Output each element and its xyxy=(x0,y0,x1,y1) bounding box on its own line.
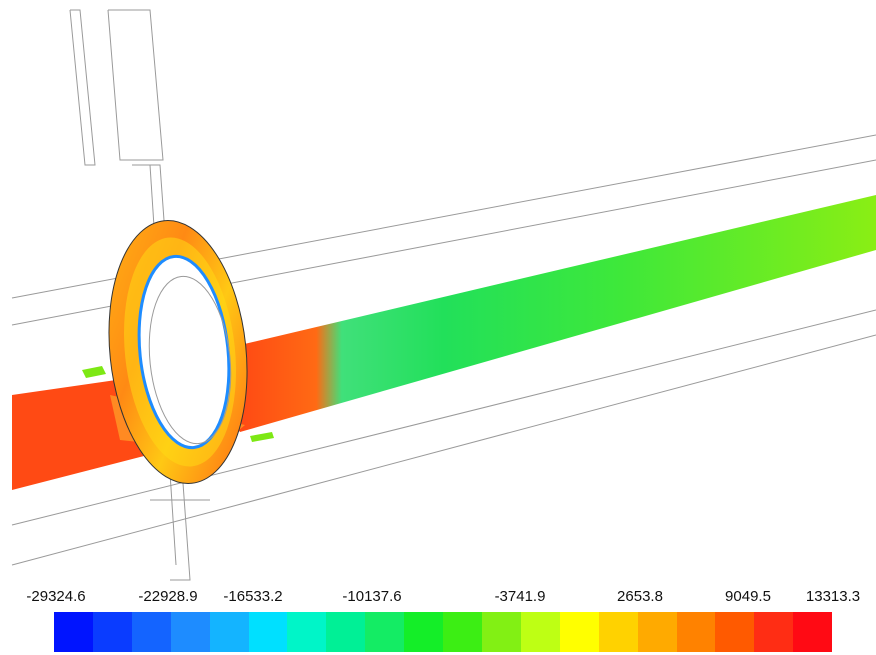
colorbar-cell xyxy=(131,612,171,652)
colorbar-cell xyxy=(754,612,794,652)
colorbar-cell xyxy=(404,612,444,652)
colorbar-cell xyxy=(54,612,93,652)
colorbar-cell xyxy=(715,612,755,652)
colorbar-cell xyxy=(170,612,210,652)
colorbar-cell xyxy=(520,612,560,652)
plate-right xyxy=(250,432,274,442)
colorbar-tick-label: 9049.5 xyxy=(725,588,771,605)
colorbar-cell xyxy=(365,612,405,652)
colorbar-tick-label: -22928.9 xyxy=(138,588,198,605)
ring-flange xyxy=(108,220,248,484)
colorbar-cell xyxy=(248,612,288,652)
colorbar-cell xyxy=(637,612,677,652)
colorbar-labels: -29324.6 -22928.9 -16533.2 -10137.6 -3741.9 2… xyxy=(0,588,876,610)
colorbar-cell xyxy=(209,612,249,652)
colorbar-cell xyxy=(481,612,521,652)
plate-left xyxy=(82,366,106,378)
colorbar-cell xyxy=(793,612,833,652)
colorbar-cell xyxy=(326,612,366,652)
colorbar-cell xyxy=(92,612,132,652)
colorbar-tick-label: -29324.6 xyxy=(26,588,86,605)
colorbar-tick-label: -16533.2 xyxy=(223,588,283,605)
fem-contour-plot xyxy=(11,9,876,581)
colorbar xyxy=(54,612,833,652)
colorbar-cell xyxy=(443,612,482,652)
colorbar-cell xyxy=(287,612,327,652)
colorbar-cell xyxy=(598,612,638,652)
colorbar-cell xyxy=(676,612,716,652)
colorbar-cell xyxy=(559,612,599,652)
beam-right-section xyxy=(240,195,876,432)
colorbar-tick-label: -3741.9 xyxy=(494,588,546,605)
colorbar-tick-label: -10137.6 xyxy=(342,588,402,605)
colorbar-tick-label: 2653.8 xyxy=(617,588,663,605)
colorbar-tick-label: 13313.3 xyxy=(805,588,861,605)
